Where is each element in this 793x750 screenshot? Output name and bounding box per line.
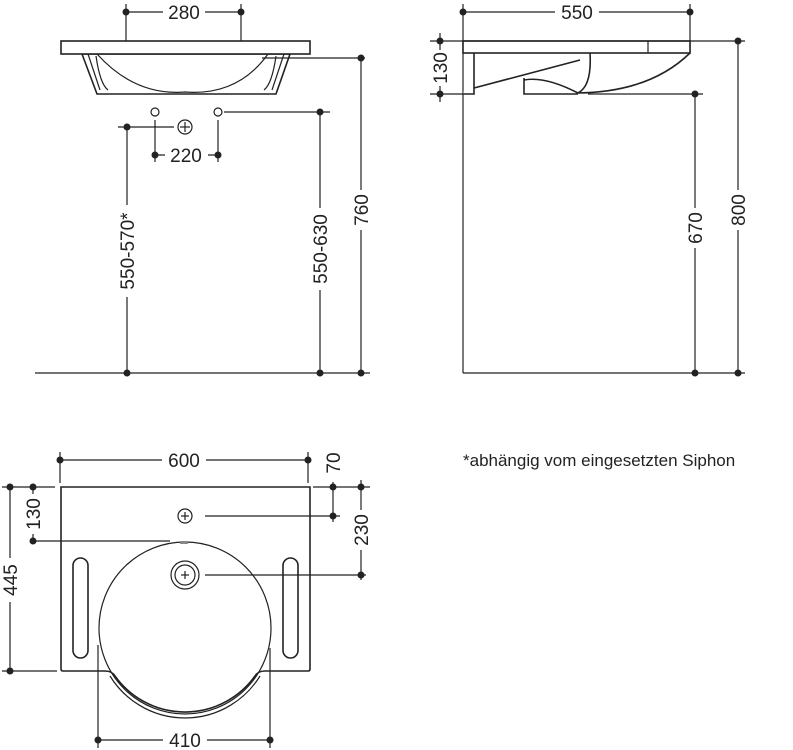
dim-label-depth: 550 [561,3,593,24]
dim-label-thickness: 130 [431,52,452,84]
dim-label-height-bottom: 670 [686,212,707,244]
basin-body [80,53,292,95]
grip-slot-left [72,557,89,659]
mount-hole-icon [213,107,223,117]
basin-outline [60,486,311,713]
grip-slot-right [282,557,299,659]
dim-label-bowl-offset: 130 [24,498,45,530]
dim-label-bowl-width: 410 [169,731,201,750]
dim-label-height-left: 550-570* [118,212,139,290]
tap-hole-icon [177,508,193,524]
side-view: 550 130 670 800 [430,2,750,377]
top-view: 600 70 230 445 130 410 [0,450,373,750]
drain-icon [170,560,200,590]
front-view: 280 220 550-570* 550-630 760 [35,2,373,377]
dim-label-height-total-side: 800 [729,194,750,226]
dim-label-height-total: 760 [352,194,373,226]
dim-label-width: 600 [168,451,200,472]
side-top-slab [462,40,691,54]
mount-hole-icon [150,107,160,117]
dim-label-depth-top: 445 [1,564,22,596]
basin-profile [463,52,691,95]
dim-label-drain-offset: 230 [352,514,373,546]
dim-label-height-mid: 550-630 [311,214,332,284]
dim-label-mount-spacing: 220 [170,146,202,167]
overflow [180,541,188,544]
dim-label-tap-spacing: 280 [168,3,200,24]
dim-label-edge-offset: 70 [324,452,345,473]
drain-icon [177,119,193,135]
basin-top-slab [60,40,311,55]
footnote: *abhängig vom eingesetzten Siphon [463,451,735,470]
